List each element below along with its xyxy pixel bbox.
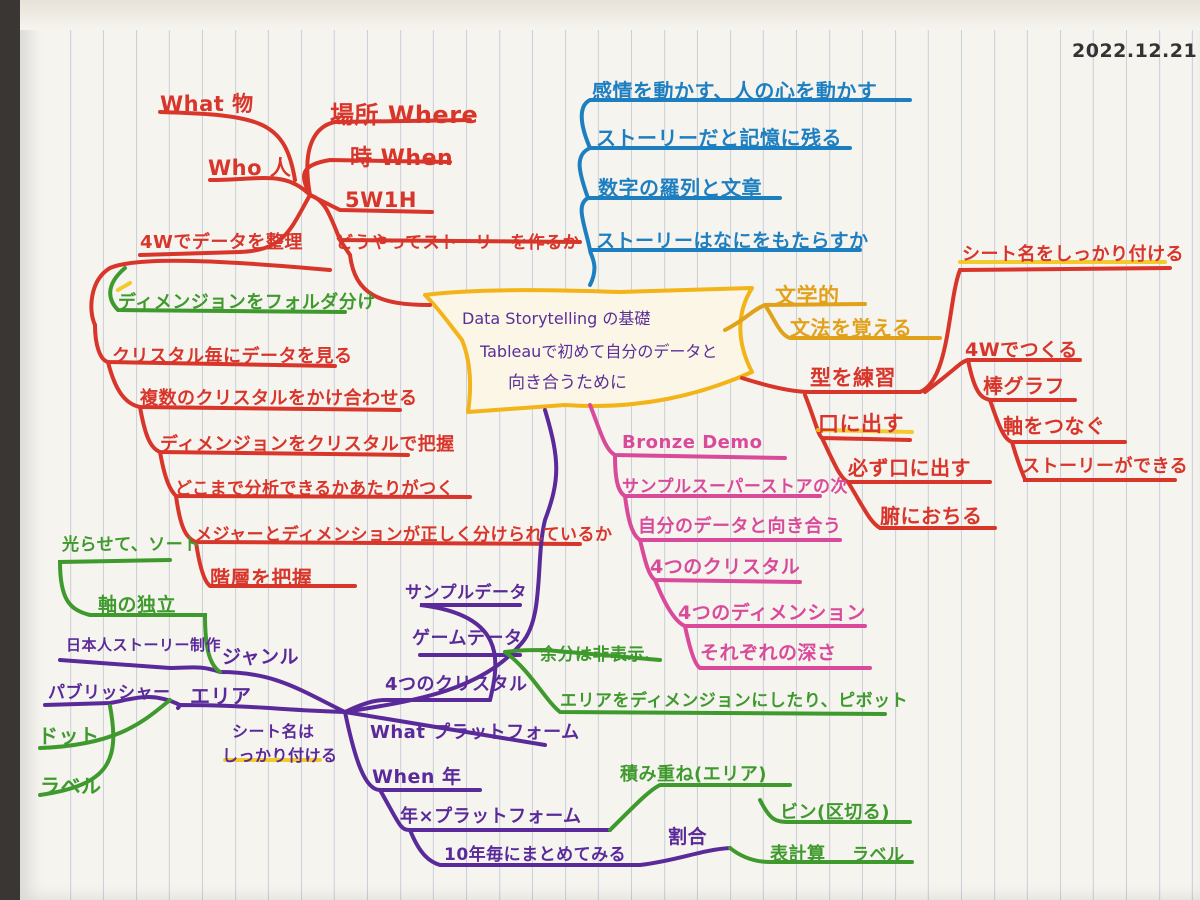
- node-kuchi-dasu: 口に出す: [818, 412, 904, 436]
- node-crystal-data: クリスタル毎にデータを見る: [112, 346, 353, 367]
- node-sheet-mei-1: シート名は: [232, 722, 315, 741]
- node-sample-super: サンプルスーパーストアの次: [622, 477, 848, 497]
- center-subtitle-2: 向き合うために: [508, 373, 627, 393]
- node-bin: ビン(区切る): [780, 802, 890, 823]
- node-douyatte: どうやってストーリーを作るか: [336, 233, 581, 253]
- node-publisher: パブリッシャー: [48, 683, 171, 703]
- branch-pink: [588, 403, 872, 670]
- branch-red-left: [89, 258, 582, 588]
- node-sheet-name: シート名をしっかり付ける: [962, 244, 1184, 265]
- node-kata-renshu: 型を練習: [810, 366, 896, 390]
- node-sorezore: それぞれの深さ: [700, 642, 837, 664]
- node-when-nen: When 年: [372, 766, 462, 788]
- node-what-platform: What プラットフォーム: [370, 722, 580, 743]
- highlight-marks: [116, 260, 1167, 762]
- node-dimension-folder: ディメンジョンをフォルダ分け: [118, 292, 376, 313]
- branch-blue: [577, 98, 912, 287]
- node-nihonjin: 日本人ストーリー制作: [66, 636, 222, 654]
- node-label-right: ラベル: [852, 845, 905, 865]
- date-label: 2022.12.21: [1072, 40, 1198, 62]
- node-suuji: 数字の羅列と文章: [598, 176, 762, 200]
- node-bou-graph: 棒グラフ: [983, 374, 1065, 398]
- node-jiku-dokuritsu: 軸の独立: [98, 594, 177, 616]
- node-4-dimension: 4つのディメンション: [678, 602, 866, 624]
- node-hyoukeisan: 表計算: [770, 844, 826, 865]
- node-wariai: 割合: [668, 826, 708, 848]
- node-sheet-mei-2: しっかり付ける: [222, 746, 338, 765]
- node-bronze: Bronze Demo: [622, 432, 763, 453]
- page-top-edge: [20, 0, 1200, 30]
- node-story-dekiru: ストーリーができる: [1022, 456, 1189, 477]
- node-toki-when: 時 When: [350, 146, 454, 171]
- node-area: エリア: [190, 684, 252, 708]
- node-story-nani: ストーリーはなにをもたらすか: [596, 230, 869, 252]
- center-title: Data Storytelling の基礎: [462, 309, 651, 328]
- node-4-crystal-purple: 4つのクリスタル: [385, 674, 528, 695]
- center-subtitle-1: Tableauで初めて自分のデータと: [480, 342, 718, 361]
- node-story-kioku: ストーリーだと記憶に残る: [596, 126, 842, 150]
- node-label-left: ラベル: [40, 774, 102, 798]
- node-hikarasete: 光らせて、ソート: [62, 535, 201, 555]
- node-genre: ジャンル: [222, 646, 300, 668]
- node-bungakuteki: 文学的: [775, 284, 840, 308]
- node-area-dimension: エリアをディメンジョンにしたり、ピボット: [560, 691, 909, 711]
- node-kanjou: 感情を動かす、人の心を動かす: [592, 79, 878, 103]
- node-4w-tsukuru: 4Wでつくる: [965, 339, 1078, 361]
- node-4w-seiri: 4Wでデータを整理: [140, 232, 303, 253]
- center-node-shape: [423, 286, 754, 414]
- node-dot: ドット: [38, 724, 100, 748]
- node-measure-dimension: メジャーとディメンションが正しく分けられているか: [195, 525, 613, 545]
- node-10nen: 10年毎にまとめてみる: [444, 845, 627, 865]
- node-nen-platform: 年×プラットフォーム: [400, 806, 582, 827]
- node-game-data: ゲームデータ: [412, 628, 523, 649]
- node-fukusu-crystal: 複数のクリスタルをかけ合わせる: [140, 388, 418, 409]
- node-kanarazu: 必ず口に出す: [848, 456, 971, 480]
- node-jiku: 軸をつなぐ: [1003, 414, 1106, 438]
- node-amari: 余分は非表示、: [540, 645, 663, 665]
- node-bunpou: 文法を覚える: [790, 316, 913, 340]
- node-dimension-haaku: ディメンジョンをクリスタルで把握: [160, 434, 455, 455]
- branch-orange: [723, 302, 942, 340]
- branch-red-right: [740, 266, 1177, 530]
- node-dokomade: どこまで分析できるかあたりがつく: [175, 479, 455, 499]
- node-who-hito: Who 人: [208, 156, 292, 180]
- node-hara: 腑におちる: [880, 504, 983, 528]
- branch-red-upper: [138, 110, 582, 307]
- node-basho-where: 場所 Where: [330, 101, 479, 129]
- branch-purple: [43, 408, 732, 867]
- node-tsumiage: 積み重ね(エリア): [620, 764, 767, 785]
- node-jibun-data: 自分のデータと向き合う: [638, 516, 842, 537]
- node-sample-data: サンプルデータ: [405, 583, 527, 603]
- branch-green-dimension: [108, 266, 347, 314]
- node-4-crystal-pink: 4つのクリスタル: [650, 556, 801, 578]
- node-kaisou: 階層を把握: [210, 566, 313, 590]
- node-5w1h: 5W1H: [345, 188, 417, 212]
- node-what-mono: What 物: [160, 92, 254, 116]
- branch-green-lower: [38, 558, 914, 864]
